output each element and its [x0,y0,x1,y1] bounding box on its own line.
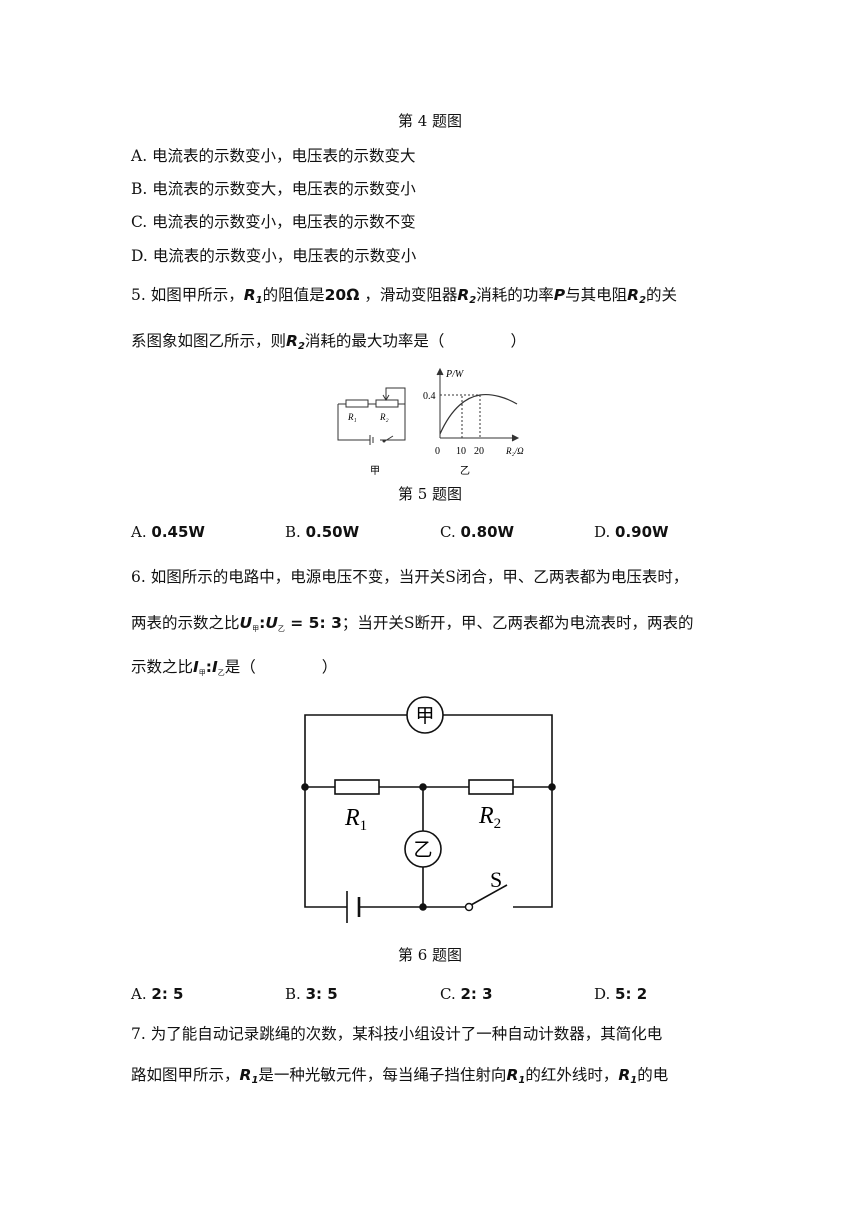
q5-jia-label: 甲 [370,466,380,477]
q5-x-tick-20: 20 [474,446,484,457]
q4-option-d: D. 电流表的示数变小，电压表的示数变小 [131,247,417,265]
meter-jia-label: 甲 [415,706,434,727]
q6-r1-label: R1 [344,805,367,834]
q5-option-c: C. 0.80W [440,523,515,541]
q5-option-d: D. 0.90W [594,523,669,541]
meter-yi-label: 乙 [413,840,432,861]
q5-y-tick: 0.4 [423,391,436,402]
q6-stem-line1: 6. 如图所示的电路中，电源电压不变，当开关S闭合，甲、乙两表都为电压表时， [131,568,689,586]
q7-stem-line1: 7. 为了能自动记录跳绳的次数，某科技小组设计了一种自动计数器，其简化电 [131,1025,663,1043]
q5-y-axis-label: P/W [445,369,465,380]
q5-stem-line1: 5. 如图甲所示，R1的阻值是20Ω ，滑动变阻器R2消耗的功率P与其电阻R2的… [131,286,678,306]
q6-option-a: A. 2: 5 [131,985,184,1003]
q6-figure-caption: 第 6 题图 [397,946,463,964]
q5-yi-label: 乙 [460,465,470,477]
q5-r1-label: R₁ [347,412,357,422]
q5-origin: 0 [435,446,440,457]
q4-option-c: C. 电流表的示数变小，电压表的示数不变 [131,213,416,231]
q5-stem-line2: 系图象如图乙所示，则R2消耗的最大功率是（） [131,332,526,352]
q6-circuit-figure: 甲 乙 R1 R2 S [301,696,556,923]
q5-r2-label: R₂ [379,412,389,422]
q5-option-b: B. 0.50W [285,523,360,541]
q6-switch-label: S [490,867,502,892]
q5-x-tick-10: 10 [456,446,466,457]
q4-figure-caption: 第 4 题图 [397,112,463,130]
q4-option-a: A. 电流表的示数变小，电压表的示数变大 [131,147,416,165]
q7-stem-line2: 路如图甲所示，R1是一种光敏元件，每当绳子挡住射向R1的红外线时，R1的电 [131,1066,669,1086]
q6-option-c: C. 2: 3 [440,985,493,1003]
q5-circuit-figure-jia: R₁ R₂ 甲 [337,387,406,477]
q6-r2-label: R2 [478,803,501,832]
q5-graph-figure-yi: P/W 0.4 0 10 20 R₂/Ω 乙 [423,367,524,477]
q5-x-axis-label: R₂/Ω [505,446,524,456]
q5-figure-caption: 第 5 题图 [397,485,463,503]
q6-stem-line3: 示数之比I甲:I乙是（） [131,658,338,677]
meter-jia [406,696,444,734]
q6-option-d: D. 5: 2 [594,985,648,1003]
q6-option-b: B. 3: 5 [285,985,338,1003]
q6-stem-line2: 两表的示数之比U甲:U乙 = 5: 3；当开关S断开，甲、乙两表都为电流表时，两… [131,614,694,633]
q4-option-b: B. 电流表的示数变大，电压表的示数变小 [131,180,416,198]
q5-option-a: A. 0.45W [131,523,205,541]
